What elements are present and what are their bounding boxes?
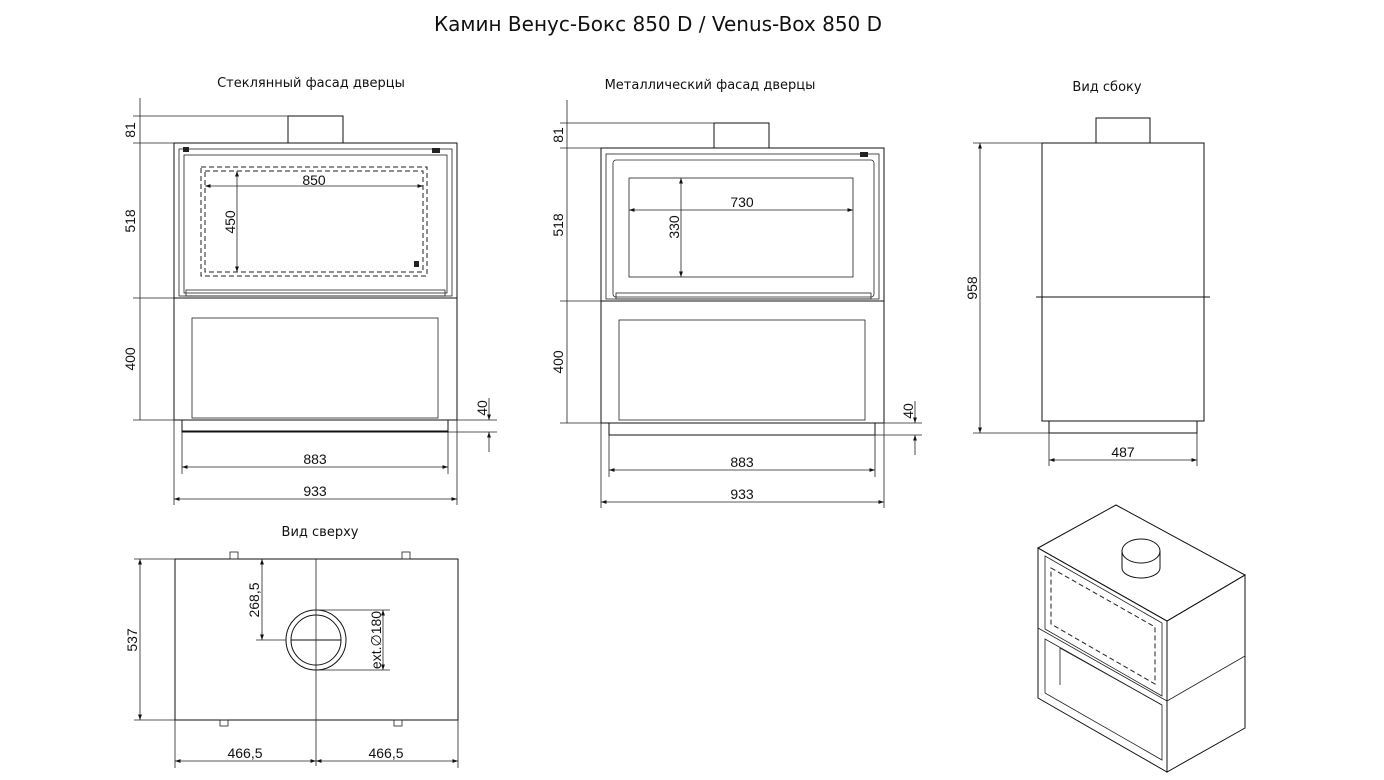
iso-divider-side	[1166, 655, 1246, 702]
isometric-view	[1036, 504, 1247, 773]
glass-panel	[183, 154, 448, 294]
dim-lower-height: 400	[550, 350, 566, 374]
lower-body	[600, 300, 885, 424]
iso-side-face	[1166, 574, 1246, 773]
flue-pipe	[713, 122, 770, 149]
metal-front-caption: Металлический фасад дверцы	[605, 78, 816, 93]
metal-front-view: Металлический фасад дверцы 81 518 400 40…	[550, 78, 922, 508]
lower-body	[1041, 296, 1205, 422]
hinge-mark	[393, 719, 403, 727]
viewing-window	[628, 177, 854, 278]
dim-total-height: 958	[964, 276, 980, 300]
dim-inner-height: 450	[222, 210, 238, 234]
iso-front-face	[1037, 547, 1168, 773]
dim-upper-height: 518	[550, 213, 566, 237]
hinge-mark	[229, 551, 239, 560]
dim-plinth-height: 40	[474, 400, 490, 416]
hinge-mark	[219, 719, 229, 727]
glass-front-caption: Стеклянный фасад дверцы	[217, 76, 405, 91]
upper-body	[1041, 142, 1205, 298]
door-handle	[414, 261, 419, 267]
iso-door-frame	[1044, 555, 1163, 697]
iso-niche-top	[1059, 647, 1163, 706]
top-view: Вид сверху 537 268,5 ext.∅180 466,5 466,…	[124, 525, 459, 768]
dim-base-width: 883	[303, 451, 327, 467]
door-bottom-rail	[615, 292, 872, 300]
glass-border-outer	[200, 166, 428, 277]
dim-flue-offset: 268,5	[246, 582, 262, 617]
flue-pipe	[1095, 117, 1151, 144]
dim-flue-diameter: ext.∅180	[368, 611, 384, 669]
flue-pipe	[287, 115, 344, 144]
iso-flue-body	[1121, 551, 1161, 579]
hinge-top-right	[432, 148, 440, 153]
wood-niche	[618, 319, 866, 421]
dim-window-height: 330	[666, 215, 682, 239]
iso-lower-niche	[1044, 638, 1163, 761]
dim-top-depth: 537	[124, 628, 140, 652]
plinth	[608, 422, 876, 436]
door-bottom-rail	[185, 289, 446, 297]
top-view-caption: Вид сверху	[282, 525, 359, 540]
dim-depth: 487	[1111, 444, 1135, 460]
page-title: Камин Венус-Бокс 850 D / Venus-Box 850 D	[433, 12, 883, 36]
iso-flue-top	[1121, 538, 1161, 564]
dim-left-half: 466,5	[227, 745, 262, 761]
side-view-caption: Вид сбоку	[1072, 80, 1141, 95]
dim-upper-height: 518	[122, 209, 138, 233]
metal-door-panel	[612, 159, 875, 298]
iso-divider-front	[1037, 627, 1168, 702]
side-view: Вид сбоку 958 487	[964, 80, 1210, 466]
dim-flue-height: 81	[122, 122, 138, 138]
dim-window-width: 730	[730, 194, 754, 210]
dim-total-width: 933	[730, 486, 754, 502]
dim-flue-height: 81	[550, 127, 566, 143]
dim-plinth-height: 40	[900, 403, 916, 419]
upper-body	[173, 142, 458, 299]
lower-body	[173, 297, 458, 421]
hinge-top-left	[183, 147, 189, 152]
hinge-mark	[401, 551, 411, 560]
plinth	[1048, 420, 1198, 434]
upper-body	[600, 147, 885, 302]
iso-glass-dashed	[1050, 567, 1156, 685]
top-outline	[174, 558, 459, 721]
dim-inner-width: 850	[302, 172, 326, 188]
wood-niche	[191, 317, 439, 419]
dim-right-half: 466,5	[368, 745, 403, 761]
plinth	[181, 419, 449, 433]
glass-border-inner	[204, 170, 424, 273]
glass-front-view: Стеклянный фасад дверцы 81 518 400 40	[122, 76, 497, 505]
dim-lower-height: 400	[122, 347, 138, 371]
hinge-top-right	[860, 152, 868, 157]
dim-base-width: 883	[730, 454, 754, 470]
dim-total-width: 933	[303, 483, 327, 499]
